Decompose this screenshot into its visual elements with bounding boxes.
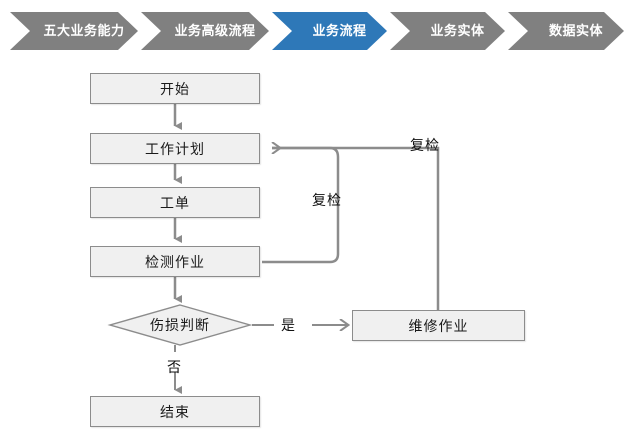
node-workplan[interactable]: 工作计划: [90, 133, 260, 164]
node-end[interactable]: 结束: [90, 396, 260, 427]
node-start[interactable]: 开始: [90, 73, 260, 104]
edge-label-no: 否: [167, 359, 182, 375]
node-workorder-label: 工单: [160, 194, 190, 211]
node-inspection[interactable]: 检测作业: [90, 246, 260, 277]
node-end-label: 结束: [160, 403, 190, 420]
node-repair-label: 维修作业: [408, 317, 469, 334]
edge-repair-workplan-recheck: [272, 146, 440, 310]
node-repair[interactable]: 维修作业: [352, 310, 525, 341]
edge-label-recheck-outer: 复检: [410, 137, 440, 153]
node-damage-label: 伤损判断: [150, 317, 210, 333]
node-inspection-label: 检测作业: [145, 253, 205, 270]
node-start-label: 开始: [160, 80, 190, 97]
node-workplan-label: 工作计划: [145, 140, 205, 157]
node-workorder[interactable]: 工单: [90, 187, 260, 218]
edge-label-recheck-inner: 复检: [312, 192, 342, 208]
edge-label-yes: 是: [281, 317, 296, 333]
